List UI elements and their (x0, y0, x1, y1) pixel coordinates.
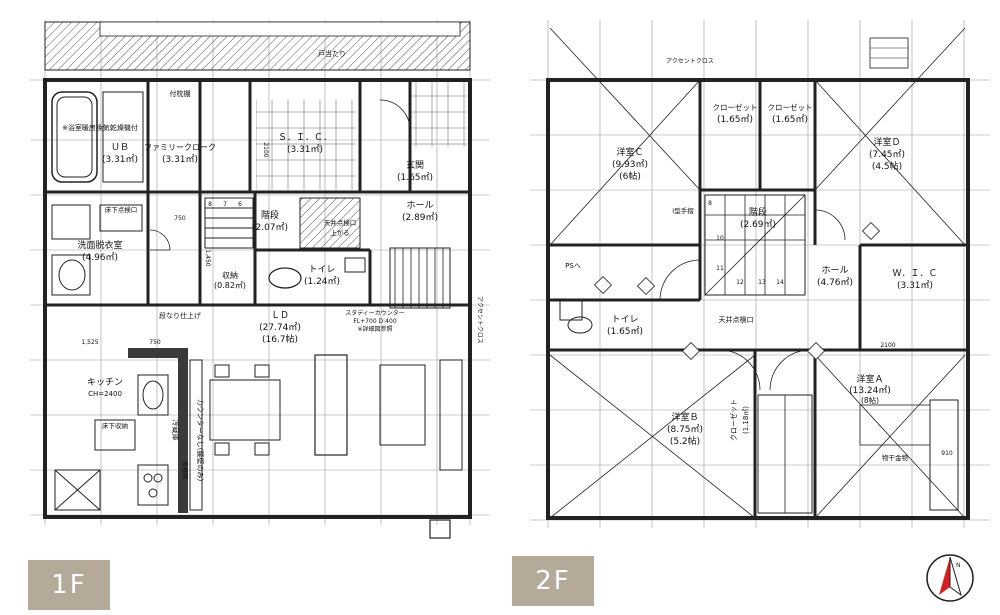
room-toilet2-name: トイレ (611, 315, 638, 325)
dim-1f-3: 750 (174, 215, 186, 222)
room-closet2-area: (1.65㎡) (772, 114, 808, 125)
note-upward: 上がる (330, 228, 350, 237)
floor-2-plan (530, 20, 990, 528)
room-sic-name: Ｓ．Ｉ．Ｃ． (278, 133, 332, 143)
room-toilet-name: トイレ (308, 265, 335, 275)
room-wic-area: (3.31㎡) (897, 280, 933, 291)
dim-2f-1: 2100 (880, 342, 895, 349)
room-western-d-area: (7.45㎡) (869, 149, 905, 160)
room-storage-area: (0.82㎡) (214, 281, 246, 290)
stair-number-2f-10: 10 (716, 235, 724, 242)
room-entrance-area: (1.65㎡) (397, 172, 433, 183)
room-wic-name: Ｗ．Ｉ．Ｃ (892, 269, 937, 279)
dim-2f-2: 910 (941, 450, 953, 457)
room-closet3-area: (1.18㎡) (742, 406, 750, 434)
room-entrance-name: 玄関 (406, 159, 424, 171)
note-ceiling-hatch: 天井点検口 (324, 218, 357, 227)
stair-number-2f-14: 14 (776, 279, 784, 286)
room-hall-area: (2.89㎡) (402, 212, 438, 223)
room-stairs-area: (2.07㎡) (252, 222, 288, 233)
room-family-closet-name: ファミリークローク (144, 143, 216, 152)
note-shelf: 付枕棚 (170, 89, 191, 98)
room-sic-area: (3.31㎡) (287, 144, 323, 155)
note-ceiling-hatch-2f: 天井点検口 (719, 315, 754, 324)
room-western-d-tatami: (4.5帖) (872, 160, 902, 172)
stair-number-7: 7 (223, 201, 227, 208)
room-western-c-area: (9.93㎡) (612, 159, 648, 170)
room-ub-area: (3.31㎡) (102, 154, 138, 165)
room-ld-tatami: (16.7帖) (262, 333, 298, 345)
room-stairs2-area: (2.69㎡) (740, 219, 776, 230)
note-bath-dryer: ※浴室暖房換気乾燥機付 (62, 123, 138, 132)
note-study-counter: スタディーカウンター (345, 309, 405, 317)
room-closet1-name: クローゼット (713, 102, 758, 112)
room-ld-name: ＬＤ (271, 311, 289, 321)
room-western-a-tatami: (8帖) (861, 395, 879, 405)
room-kitchen-name: キッチン (87, 377, 123, 388)
room-storage-name: 収納 (222, 270, 238, 280)
room-western-b-name: 洋室Ｂ (671, 411, 698, 423)
room-ub-name: ＵＢ (111, 143, 129, 153)
dim-1f-5: 2100 (262, 142, 269, 157)
stair-number-6: 6 (238, 201, 242, 208)
room-closet1-area: (1.65㎡) (717, 114, 753, 125)
room-washroom-area: (4.96㎡) (82, 252, 118, 263)
room-western-a-area: (13.24㎡) (849, 385, 891, 396)
room-closet2-name: クローゼット (768, 102, 813, 112)
room-western-a-name: 洋室Ａ (856, 373, 883, 385)
stair-number-2f-13: 13 (758, 279, 766, 286)
note-floor-storage: 床下収納 (102, 421, 128, 430)
note-door-shutter: 戸当たり (318, 49, 346, 58)
floor-1-plan (30, 20, 490, 539)
room-hall-name: ホール (406, 200, 433, 211)
note-laundry: 物干金物 (882, 453, 909, 462)
room-kitchen-sub: CH=2400 (88, 390, 122, 398)
dim-1f-4: 1,450 (204, 249, 211, 266)
room-stairs-name: 階段 (261, 209, 279, 221)
svg-text:N: N (956, 562, 961, 569)
note-refrigerator: 冷蔵庫 (171, 420, 180, 441)
note-handrail: I型手摺 (672, 206, 694, 215)
stair-number-2f-12: 12 (736, 279, 744, 286)
room-ld-area: (27.74㎡) (259, 322, 301, 333)
note-ps: PSへ (565, 262, 581, 270)
room-western-b-tatami: (5.2帖) (670, 435, 700, 447)
room-western-b-area: (8.75㎡) (667, 424, 703, 435)
stair-number-8: 8 (208, 201, 212, 208)
room-stairs2-name: 階段 (749, 206, 767, 218)
note-floor-hatch: 床下点検口 (105, 205, 138, 214)
note-accent-wall-2f: アクセントクロス (666, 58, 714, 65)
room-washroom-name: 洗面脱衣室 (77, 239, 122, 251)
room-western-d-name: 洋室Ｄ (873, 136, 900, 148)
room-family-closet-area: (3.31㎡) (162, 154, 198, 165)
note-detail-ref: ※詳細図参照 (357, 325, 392, 333)
dim-1f-1: 1,525 (81, 339, 98, 346)
note-accent-wall-1f: アクセントクロス (476, 296, 483, 344)
room-hall2-name: ホール (821, 265, 848, 276)
stair-number-2f-11: 11 (716, 265, 724, 272)
room-western-c-name: 洋室Ｃ (616, 146, 643, 158)
room-toilet2-area: (1.65㎡) (607, 326, 643, 337)
floor-1-tag: 1F (28, 560, 110, 610)
dim-1f-2: 750 (149, 339, 161, 346)
room-hall2-area: (4.76㎡) (817, 277, 853, 288)
north-compass-icon: N (926, 554, 974, 602)
note-kitchen-board: 食器棚 (181, 461, 189, 479)
floor-2-tag: 2F (512, 556, 594, 606)
room-toilet-area: (1.24㎡) (304, 276, 340, 287)
room-closet3-name: クローゼット (729, 399, 738, 441)
note-step-finish: 段なり仕上げ (159, 311, 201, 320)
note-counter-height: FL+700 D:400 (353, 318, 396, 325)
note-no-counter: カウンターなし(腰壁のみ) (196, 399, 205, 482)
room-western-c-tatami: (6帖) (619, 170, 641, 182)
stair-number-2f-8: 8 (708, 200, 712, 207)
